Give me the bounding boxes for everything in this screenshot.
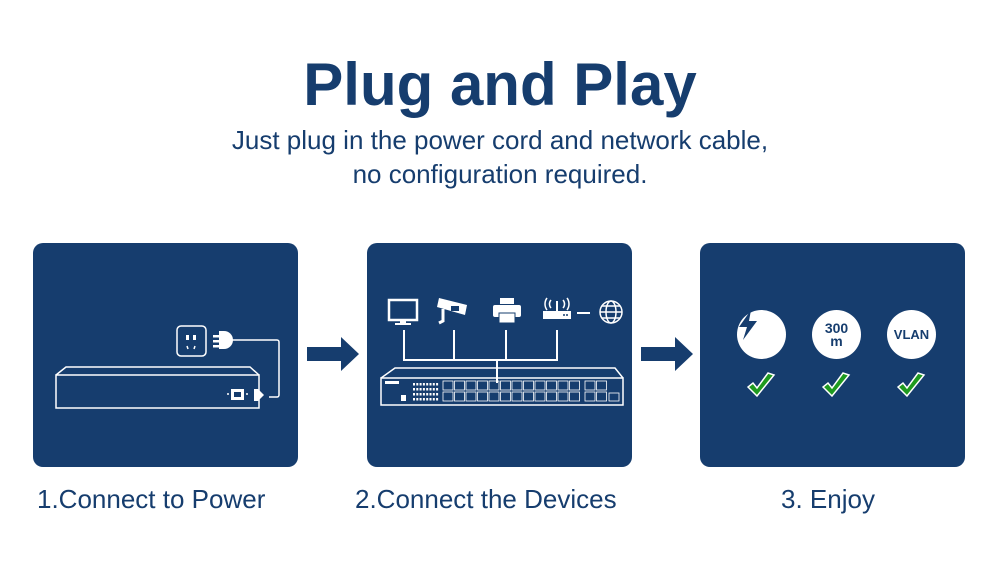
status-led (436, 398, 439, 401)
ethernet-port (477, 380, 488, 391)
status-led (429, 383, 432, 386)
ethernet-port (596, 391, 607, 402)
arrow-right-icon (641, 337, 693, 376)
ethernet-port (546, 380, 557, 391)
status-led (413, 383, 415, 386)
globe-icon (599, 300, 623, 324)
connect-power-illustration (55, 325, 280, 409)
ethernet-port (511, 391, 523, 402)
status-led (436, 393, 439, 396)
status-led (422, 398, 425, 401)
network-switch (380, 367, 624, 406)
ethernet-port (511, 380, 523, 391)
arrow-right-icon (307, 337, 359, 376)
ethernet-port (488, 380, 500, 391)
step-1-panel (33, 243, 298, 467)
ethernet-port (584, 391, 596, 402)
step-3-label: 3. Enjoy (781, 484, 875, 514)
status-led (426, 398, 429, 401)
ethernet-port (488, 391, 500, 402)
power-plug-icon (213, 331, 233, 349)
ethernet-port (442, 380, 454, 391)
subtitle-line-2: no configuration required. (352, 159, 648, 189)
power-port-icon (227, 389, 264, 401)
ethernet-port (557, 380, 569, 391)
switch-device (55, 366, 260, 409)
lightning-icon (737, 310, 786, 359)
status-led (429, 388, 432, 391)
status-led (413, 388, 415, 391)
ethernet-port (500, 380, 511, 391)
ethernet-port (465, 391, 477, 402)
connect-devices-illustration (380, 297, 624, 406)
status-led (419, 383, 422, 386)
status-led (416, 393, 419, 396)
status-led (426, 393, 429, 396)
ethernet-port (596, 380, 607, 391)
status-led (422, 393, 425, 396)
power-cable (231, 339, 280, 398)
ethernet-port (523, 391, 534, 402)
page-title: Plug and Play (303, 51, 697, 118)
vlan-badge: VLAN (887, 310, 936, 359)
status-led (436, 388, 439, 391)
status-led (432, 388, 435, 391)
status-led (419, 398, 422, 401)
cctv-camera-icon (437, 298, 467, 325)
ethernet-port (500, 391, 511, 402)
status-led (426, 383, 429, 386)
ethernet-port (442, 391, 454, 402)
status-led (416, 383, 419, 386)
status-led (419, 388, 422, 391)
ethernet-port (546, 391, 557, 402)
ethernet-port (584, 380, 596, 391)
wifi-router-icon (543, 297, 571, 319)
check-icon (896, 372, 926, 398)
status-led (413, 398, 415, 401)
power-outlet-icon (176, 325, 207, 357)
printer-icon (493, 298, 521, 324)
monitor-icon (387, 298, 419, 325)
ethernet-port (477, 391, 488, 402)
status-led (432, 398, 435, 401)
status-led (429, 398, 432, 401)
ethernet-port (569, 380, 580, 391)
ethernet-port (454, 391, 465, 402)
subtitle-line-1: Just plug in the power cord and network … (231, 125, 769, 155)
connection-lines (403, 330, 558, 383)
status-led (416, 398, 419, 401)
step-2-label: 2.Connect the Devices (355, 484, 617, 514)
status-led (436, 383, 439, 386)
step-2-panel (367, 243, 632, 467)
status-led (419, 393, 422, 396)
status-led (426, 388, 429, 391)
status-led (413, 393, 415, 396)
status-led (432, 393, 435, 396)
ethernet-port (534, 380, 546, 391)
ethernet-port (454, 380, 465, 391)
status-led (422, 388, 425, 391)
status-led (422, 383, 425, 386)
step-1-label: 1.Connect to Power (37, 484, 266, 514)
ethernet-port (569, 391, 580, 402)
status-led (416, 388, 419, 391)
status-led (429, 393, 432, 396)
check-icon (746, 372, 776, 398)
check-icon (821, 372, 851, 398)
ethernet-port (534, 391, 546, 402)
ethernet-port (557, 391, 569, 402)
ethernet-port (465, 380, 477, 391)
status-led (432, 383, 435, 386)
ethernet-port (523, 380, 534, 391)
